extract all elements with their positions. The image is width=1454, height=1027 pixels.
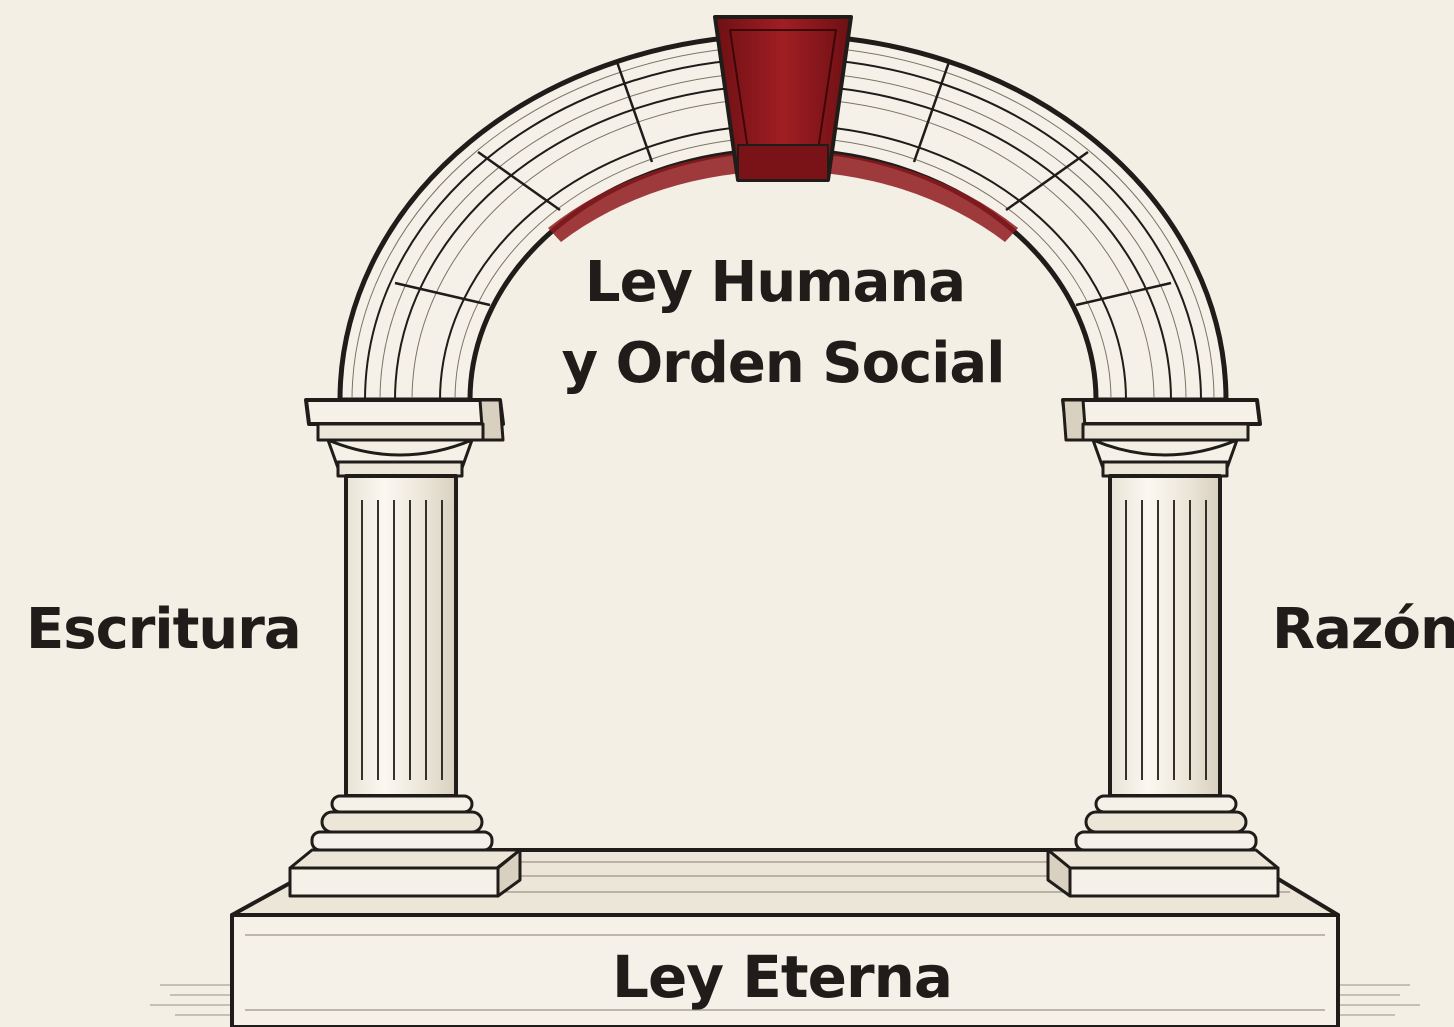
left-pillar-label: Escritura xyxy=(26,597,302,662)
ground-hatching xyxy=(150,984,1420,1016)
arch-label-line2: y Orden Social xyxy=(561,331,1006,396)
left-column xyxy=(288,398,522,898)
right-pillar-label: Razón xyxy=(1272,597,1454,662)
arch-label-line1: Ley Humana xyxy=(584,250,966,315)
foundation-label: Ley Eterna xyxy=(611,943,953,1011)
keystone xyxy=(713,15,853,182)
right-column xyxy=(1046,398,1280,898)
